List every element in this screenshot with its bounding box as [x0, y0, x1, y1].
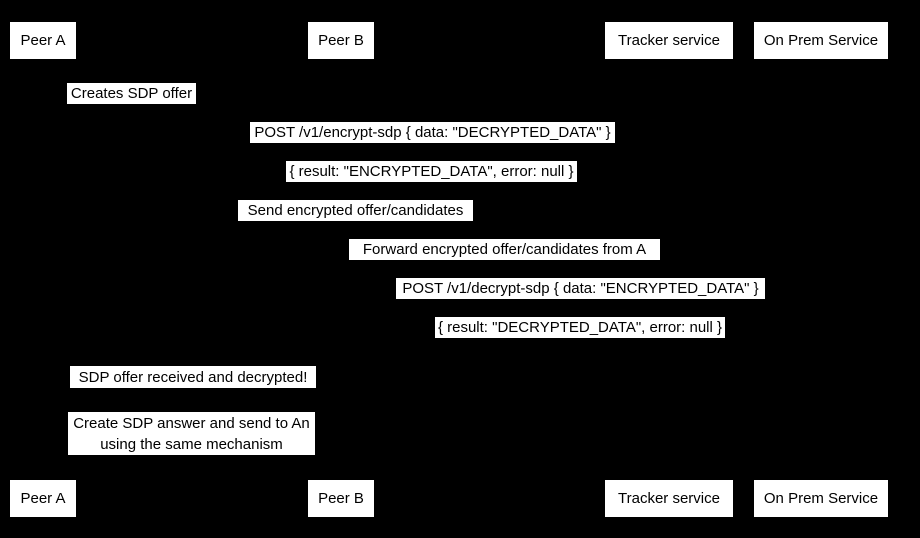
participant-label: On Prem Service [763, 32, 879, 49]
note-line: using the same mechanism [100, 435, 283, 453]
message-label-3: { result: "ENCRYPTED_DATA", error: null … [286, 161, 577, 182]
message-arrow-5 [349, 261, 660, 262]
message-arrow-4 [238, 222, 473, 223]
participant-label: Tracker service [618, 32, 720, 49]
message-label-1: Creates SDP offer [67, 83, 196, 104]
lifeline-tracker-service [669, 59, 670, 479]
participant-label: Peer A [20, 490, 66, 507]
lifeline-peer-b [341, 59, 342, 479]
participant-peer-a[interactable]: Peer A [10, 480, 76, 517]
note-line: SDP offer received and decrypted! [78, 368, 308, 386]
message-arrow-3 [286, 183, 577, 184]
participant-tracker-service[interactable]: Tracker service [605, 22, 733, 59]
message-label-2: POST /v1/encrypt-sdp { data: "DECRYPTED_… [250, 122, 615, 143]
message-arrow-2 [250, 144, 615, 145]
participant-label: Peer B [318, 490, 364, 507]
message-label-6: POST /v1/decrypt-sdp { data: "ENCRYPTED_… [396, 278, 765, 299]
message-label-5: Forward encrypted offer/candidates from … [349, 239, 660, 260]
note-line: Create SDP answer and send to An [73, 414, 310, 432]
message-arrow-7 [435, 339, 725, 340]
message-label-4: Send encrypted offer/candidates [238, 200, 473, 221]
lifeline-on-prem-service [821, 59, 822, 479]
participant-label: Peer B [318, 32, 364, 49]
participant-label: On Prem Service [763, 490, 879, 507]
participant-peer-b[interactable]: Peer B [308, 480, 374, 517]
message-arrow-6 [396, 300, 765, 301]
note-1: SDP offer received and decrypted! [70, 366, 316, 388]
note-2: Create SDP answer and send to An using th… [68, 412, 315, 455]
participant-label: Peer A [20, 32, 66, 49]
participant-label: Tracker service [618, 490, 720, 507]
message-label-7: { result: "DECRYPTED_DATA", error: null … [435, 317, 725, 338]
participant-on-prem-service[interactable]: On Prem Service [754, 22, 888, 59]
message-arrow-1 [67, 105, 196, 106]
participant-peer-b[interactable]: Peer B [308, 22, 374, 59]
participant-peer-a[interactable]: Peer A [10, 22, 76, 59]
lifeline-peer-a [43, 59, 44, 479]
participant-on-prem-service[interactable]: On Prem Service [754, 480, 888, 517]
participant-tracker-service[interactable]: Tracker service [605, 480, 733, 517]
